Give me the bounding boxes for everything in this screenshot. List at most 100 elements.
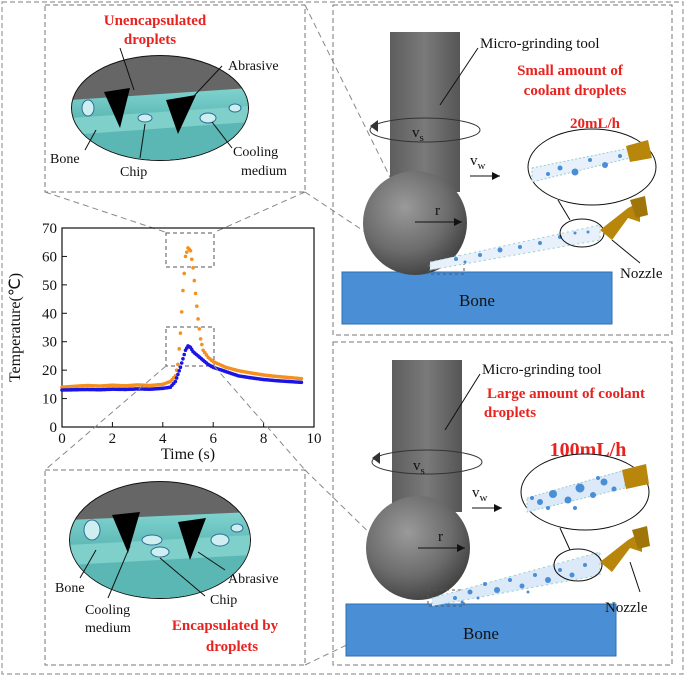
radius-label-bottom: r bbox=[438, 529, 443, 545]
vw-label-top: vw bbox=[470, 153, 486, 172]
data-point bbox=[177, 369, 181, 373]
data-point bbox=[196, 317, 200, 321]
data-point bbox=[189, 257, 194, 262]
y-tick-label: 20 bbox=[42, 363, 57, 379]
data-point bbox=[182, 271, 187, 276]
cooling-label-bottom-line2: medium bbox=[85, 621, 131, 636]
data-point bbox=[192, 278, 197, 283]
flow-label-top-line2: coolant droplets bbox=[524, 83, 627, 99]
data-point bbox=[181, 356, 185, 361]
bottom-inset-lens bbox=[70, 482, 250, 598]
top-inset-lens bbox=[72, 56, 248, 160]
bone-label: Bone bbox=[50, 152, 80, 167]
data-point bbox=[179, 310, 184, 314]
encapsulated-label-line1: Encapsulated by bbox=[172, 618, 279, 634]
data-point bbox=[299, 380, 304, 385]
droplets-top bbox=[454, 230, 590, 264]
vs-label-top: vs bbox=[412, 125, 424, 144]
data-point bbox=[182, 352, 187, 357]
series-1 bbox=[60, 344, 304, 392]
coolant-spray-bottom bbox=[431, 551, 601, 607]
tool-label-bottom: Micro-grinding tool bbox=[482, 362, 602, 378]
unencapsulated-label-line2: droplets bbox=[124, 32, 176, 48]
data-point bbox=[183, 254, 188, 259]
y-tick-label: 60 bbox=[42, 249, 57, 265]
bone-label-bottom: Bone bbox=[55, 581, 85, 596]
data-point bbox=[191, 266, 195, 270]
data-point bbox=[176, 372, 180, 377]
flow-label-top-line1: Small amount of bbox=[517, 63, 624, 79]
x-tick-label: 4 bbox=[159, 431, 167, 447]
unencapsulated-label-line1: Unencapsulated bbox=[104, 13, 207, 29]
data-point bbox=[197, 327, 202, 331]
rotation-arrow-top bbox=[369, 117, 481, 143]
flow-label-bottom-line1: Large amount of coolant bbox=[487, 386, 645, 402]
tool-shaft-top bbox=[390, 32, 460, 192]
flow-rate-top: 20mL/h bbox=[570, 116, 621, 132]
nozzle-label-top: Nozzle bbox=[620, 266, 663, 282]
bone-block-bottom bbox=[345, 603, 617, 657]
temperature-chart: 0 2 4 6 8 10 0 10 20 30 40 50 60 70 Time (s) Temperat… bbox=[7, 221, 322, 463]
data-point bbox=[193, 291, 198, 296]
cooling-label-bottom-line1: Cooling bbox=[85, 603, 130, 618]
chip-label-bottom: Chip bbox=[210, 593, 237, 608]
nozzle-label-bottom: Nozzle bbox=[605, 600, 648, 616]
vs-label-bottom: vs bbox=[413, 458, 425, 477]
y-tick-label: 50 bbox=[42, 278, 57, 294]
y-tick-label: 10 bbox=[42, 392, 57, 408]
top-right-panel: Bone vs vw r Micro-grinding tool Small a… bbox=[332, 4, 673, 336]
rotation-arrow-bottom bbox=[371, 449, 483, 475]
data-point bbox=[178, 365, 183, 370]
plot-frame bbox=[61, 227, 315, 428]
data-point bbox=[173, 379, 178, 384]
top-inset: Unencapsulated droplets Abrasive Bone Ch… bbox=[44, 4, 306, 193]
data-point bbox=[178, 331, 183, 335]
data-point bbox=[176, 362, 180, 367]
data-point bbox=[200, 342, 204, 347]
cooling-label-line1: Cooling bbox=[233, 145, 278, 160]
encapsulated-label-line2: droplets bbox=[206, 639, 258, 655]
bone-block-label-bottom: Bone bbox=[463, 624, 499, 643]
x-tick-label: 10 bbox=[307, 431, 322, 447]
abrasive-label: Abrasive bbox=[228, 59, 279, 74]
zoom-box-orange-peak bbox=[165, 232, 215, 268]
cooling-label-line2: medium bbox=[241, 164, 287, 179]
bone-block-top bbox=[341, 271, 613, 325]
data-point bbox=[198, 337, 203, 341]
data-point bbox=[174, 376, 179, 380]
data-point bbox=[195, 304, 199, 308]
coolant-spray-top bbox=[429, 224, 601, 271]
bone-block-label-top: Bone bbox=[459, 291, 495, 310]
data-point bbox=[179, 361, 184, 365]
nozzle-top bbox=[600, 202, 640, 240]
bottom-inset: Bone Cooling medium Abrasive Chip Encaps… bbox=[44, 469, 306, 666]
data-point bbox=[184, 250, 189, 254]
tool-label-top: Micro-grinding tool bbox=[480, 36, 600, 52]
bottom-right-panel: Bone vs vw r Micro-grinding tool Large a… bbox=[332, 341, 673, 666]
data-point bbox=[181, 288, 185, 293]
radius-label-top: r bbox=[435, 203, 440, 219]
abrasive-label-bottom: Abrasive bbox=[228, 572, 279, 587]
x-tick-label: 6 bbox=[209, 431, 217, 447]
y-tick-label: 40 bbox=[42, 306, 57, 322]
x-tick-label: 0 bbox=[58, 431, 66, 447]
x-axis-label: Time (s) bbox=[161, 446, 215, 463]
flow-label-bottom-line2: droplets bbox=[484, 405, 536, 421]
y-tick-label: 30 bbox=[42, 335, 57, 351]
data-point bbox=[177, 347, 181, 351]
tool-shaft-bottom bbox=[392, 360, 462, 512]
x-tick-label: 8 bbox=[260, 431, 268, 447]
y-tick-label: 70 bbox=[42, 221, 57, 237]
series-0 bbox=[60, 246, 304, 390]
droplets-bottom bbox=[453, 563, 587, 604]
zoom-box-blue-peak bbox=[165, 326, 215, 367]
x-tick-label: 2 bbox=[109, 431, 117, 447]
tool-ball-top bbox=[363, 171, 467, 275]
y-axis-label: Temperature(℃) bbox=[7, 273, 24, 382]
nozzle-bottom bbox=[600, 532, 642, 572]
y-tick-label: 0 bbox=[50, 420, 58, 436]
data-point bbox=[299, 376, 304, 381]
